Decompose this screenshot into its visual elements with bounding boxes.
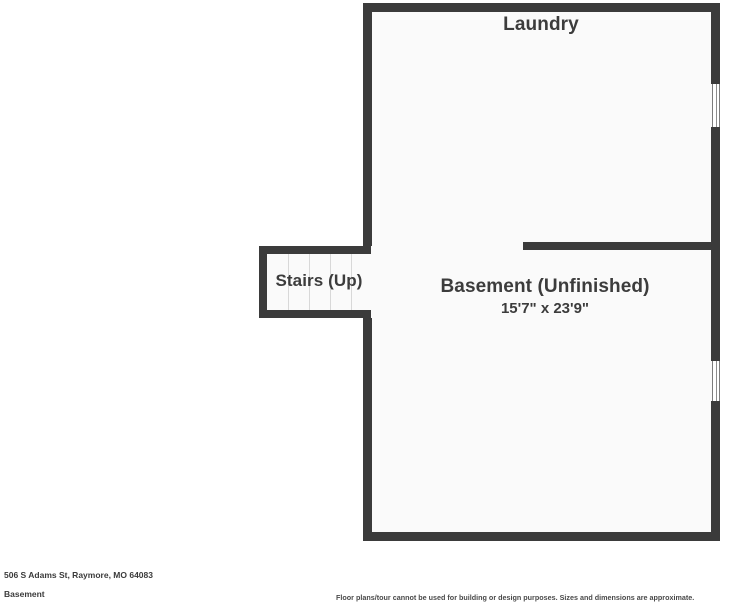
wall-exterior-east-lower	[711, 407, 720, 541]
wall-stairs-west	[259, 246, 267, 318]
stair-tread-line	[309, 254, 310, 310]
room-dimensions-basement: 15'7" x 23'9"	[500, 299, 590, 317]
window-right-upper-cap-bottom	[711, 127, 720, 133]
wall-exterior-east-upper	[711, 3, 720, 78]
room-label-basement: Basement (Unfinished) 15'7" x 23'9"	[421, 276, 669, 318]
footer-disclaimer: Floor plans/tour cannot be used for buil…	[336, 593, 695, 602]
stair-tread-line	[351, 254, 352, 310]
wall-stairs-south	[259, 310, 371, 318]
main-room-fill	[371, 11, 712, 533]
window-right-lower-cap-bottom	[711, 401, 720, 407]
wall-exterior-west-lower	[363, 318, 372, 541]
wall-exterior-west-upper	[363, 3, 372, 246]
window-right-lower-cap-top	[711, 355, 720, 361]
room-label-stairs: Stairs (Up)	[265, 271, 373, 291]
window-right-lower	[712, 361, 720, 401]
wall-exterior-south	[363, 532, 720, 541]
stair-tread-line	[288, 254, 289, 310]
wall-stairs-north	[259, 246, 371, 254]
stair-tread-line	[330, 254, 331, 310]
room-name-basement: Basement (Unfinished)	[440, 276, 650, 297]
room-label-laundry: Laundry	[421, 14, 661, 36]
window-right-upper-cap-top	[711, 78, 720, 84]
wall-exterior-north	[363, 3, 720, 12]
room-name-laundry: Laundry	[503, 14, 579, 35]
room-name-stairs: Stairs (Up)	[275, 271, 363, 290]
stairs-room-fill	[267, 254, 371, 310]
footer-level-label: Basement	[4, 589, 45, 599]
wall-partition-laundry-basement	[523, 242, 713, 250]
footer-address: 506 S Adams St, Raymore, MO 64083	[4, 570, 153, 580]
window-right-upper	[712, 84, 720, 127]
wall-exterior-east-middle	[711, 133, 720, 355]
